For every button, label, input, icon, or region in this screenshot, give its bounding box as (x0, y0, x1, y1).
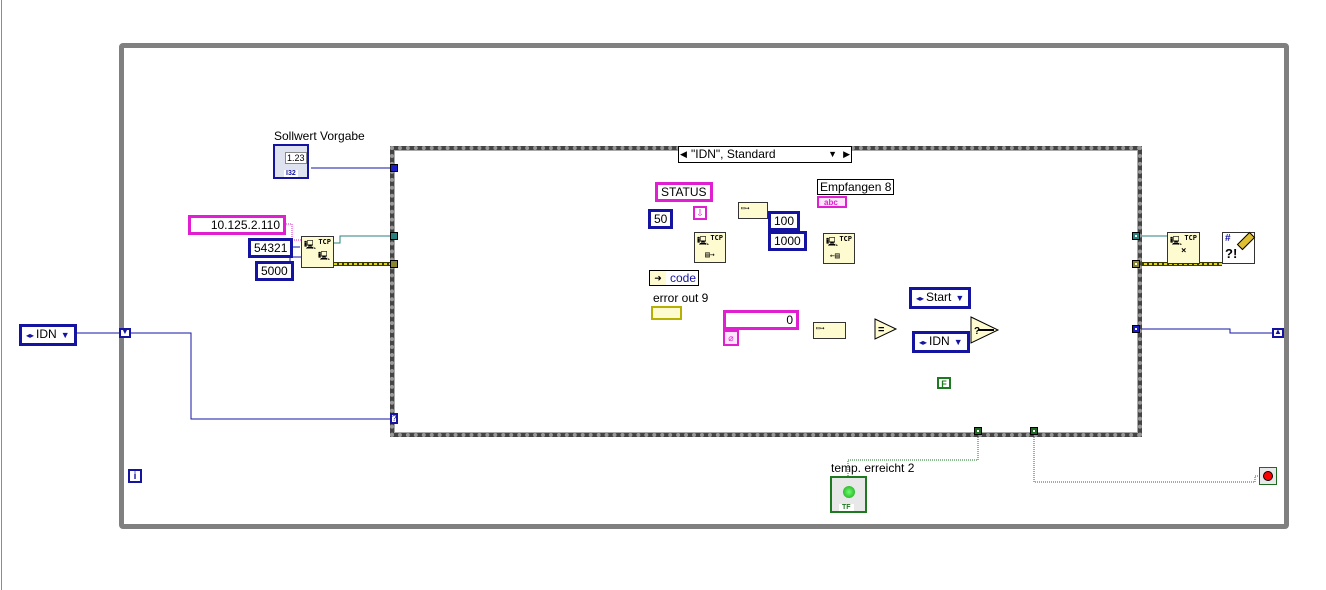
write-bytes-constant[interactable]: 50 (648, 209, 674, 229)
while-loop-frame[interactable] (119, 43, 1289, 529)
unbundle-arrow-icon: ➜ (650, 271, 666, 285)
loop-iteration-terminal: i (128, 469, 142, 483)
timeout-constant[interactable]: 5000 (255, 261, 294, 281)
tcp-write-node[interactable]: TCP 🖳 ▤→ (694, 232, 726, 263)
wire-case-selector (131, 332, 391, 420)
tcp-open-node[interactable]: TCP 🖳 🖳 (301, 236, 334, 268)
wire-stop (1033, 431, 1259, 483)
select-node[interactable]: ? (970, 316, 1000, 344)
error-out-indicator[interactable] (651, 306, 682, 320)
line-feed-constant[interactable]: ⇩ (693, 206, 707, 220)
temp-type: TF (839, 504, 854, 511)
window-left-edge (1, 0, 2, 590)
status-constant[interactable]: STATUS (655, 182, 713, 202)
tunnel-sollwert (390, 164, 398, 172)
enum-arrows-icon: ◂▸ (26, 331, 35, 340)
select-symbol: ? (974, 326, 980, 337)
prev-case-icon[interactable]: ◀ (680, 149, 687, 159)
computer-icon: 🖳 (1170, 237, 1183, 247)
shift-register-left: ▼ (119, 327, 131, 338)
computer-icon: 🖳 (697, 237, 710, 247)
sollwert-control[interactable]: 1.23 I32 (273, 144, 309, 179)
equal-node[interactable]: = (874, 318, 898, 340)
equal-symbol: = (878, 324, 884, 336)
ip-address-constant[interactable]: 10.125.2.110 (188, 215, 286, 235)
question-exclaim-icon: ?! (1225, 246, 1238, 261)
wire-ip (284, 223, 302, 241)
tunnel-refnum-out (1132, 232, 1140, 240)
false-constant[interactable]: F (937, 377, 951, 389)
up-arrow-icon: ▲ (1274, 327, 1282, 336)
down-arrow-icon: ▼ (121, 327, 129, 336)
port-constant[interactable]: 54321 (248, 238, 294, 258)
computer-icon: 🖳 (826, 238, 839, 248)
temp-erreicht-label: temp. erreicht 2 (831, 461, 915, 475)
loop-stop-terminal[interactable] (1259, 467, 1277, 485)
tunnel-enum-out (1132, 325, 1140, 333)
write-arrow-icon: ▤→ (705, 250, 715, 259)
empty-string-constant[interactable]: ⌀ (723, 330, 739, 346)
dropdown-icon: ▼ (60, 330, 70, 340)
shift-register-right: ▲ (1272, 327, 1284, 338)
case-selector-terminal[interactable]: ? (390, 413, 398, 424)
next-case-icon[interactable]: ▶ (843, 149, 850, 159)
tunnel-error-out (1132, 260, 1140, 268)
sollwert-label: Sollwert Vorgabe (274, 129, 365, 143)
enum-start-constant[interactable]: ◂▸Start▼ (909, 287, 972, 309)
empfangen-indicator[interactable]: abc (817, 196, 847, 208)
temp-erreicht-control[interactable]: TF (830, 476, 867, 513)
zero-string-constant[interactable]: 0 (723, 310, 799, 330)
hash-icon: # (1225, 233, 1231, 244)
case-structure[interactable] (390, 146, 1142, 437)
sollwert-display: 1.23 (285, 152, 307, 164)
stop-icon (1263, 471, 1273, 481)
network-icon: 🖳 (317, 252, 330, 262)
wire-temp (847, 431, 979, 476)
enum-idn-input[interactable]: ◂▸IDN▼ (19, 324, 77, 346)
computer-icon: 🖳 (304, 241, 317, 251)
read-bytes-constant[interactable]: 100 (768, 211, 801, 231)
empfangen-label: Empfangen 8 (817, 179, 895, 195)
tunnel-refnum-in (390, 232, 398, 240)
unbundle-field-code: code (670, 271, 697, 285)
close-x-icon: × (1181, 246, 1187, 256)
enum-arrows-icon: ◂▸ (916, 294, 925, 303)
led-icon (843, 486, 855, 498)
enum-idn-constant[interactable]: ◂▸IDN▼ (912, 331, 970, 353)
tunnel-temp (974, 427, 982, 435)
eraser-icon (1236, 231, 1256, 251)
read-arrow-icon: ←▤ (830, 251, 840, 260)
tcp-close-node[interactable]: TCP 🖳 × (1167, 232, 1200, 264)
tunnel-stop (1030, 427, 1038, 435)
enum-arrows-icon: ◂▸ (919, 338, 928, 347)
concat-icon: ▭→ (741, 204, 750, 212)
sollwert-type: I32 (284, 170, 298, 177)
read-timeout-constant[interactable]: 1000 (768, 231, 807, 251)
dropdown-icon: ▼ (953, 337, 963, 347)
concatenate-strings-node-2[interactable]: ▭→ (813, 322, 846, 339)
unbundle-by-name-node[interactable]: ➜ code (649, 270, 699, 286)
concatenate-strings-node[interactable]: ▭→ (738, 202, 768, 219)
error-out-label: error out 9 (653, 291, 709, 305)
case-selector[interactable]: ◀ "IDN", Standard ▼ ▶ (678, 146, 852, 163)
tunnel-error-in (390, 260, 398, 268)
concat-icon: ▭→ (816, 324, 825, 332)
dropdown-icon: ▼ (955, 293, 965, 303)
case-selector-label: "IDN", Standard (691, 147, 776, 161)
case-dropdown-icon[interactable]: ▼ (828, 149, 837, 159)
error-handler-node[interactable]: # ?! (1222, 231, 1256, 264)
tcp-read-node[interactable]: TCP 🖳 ←▤ (823, 233, 855, 264)
